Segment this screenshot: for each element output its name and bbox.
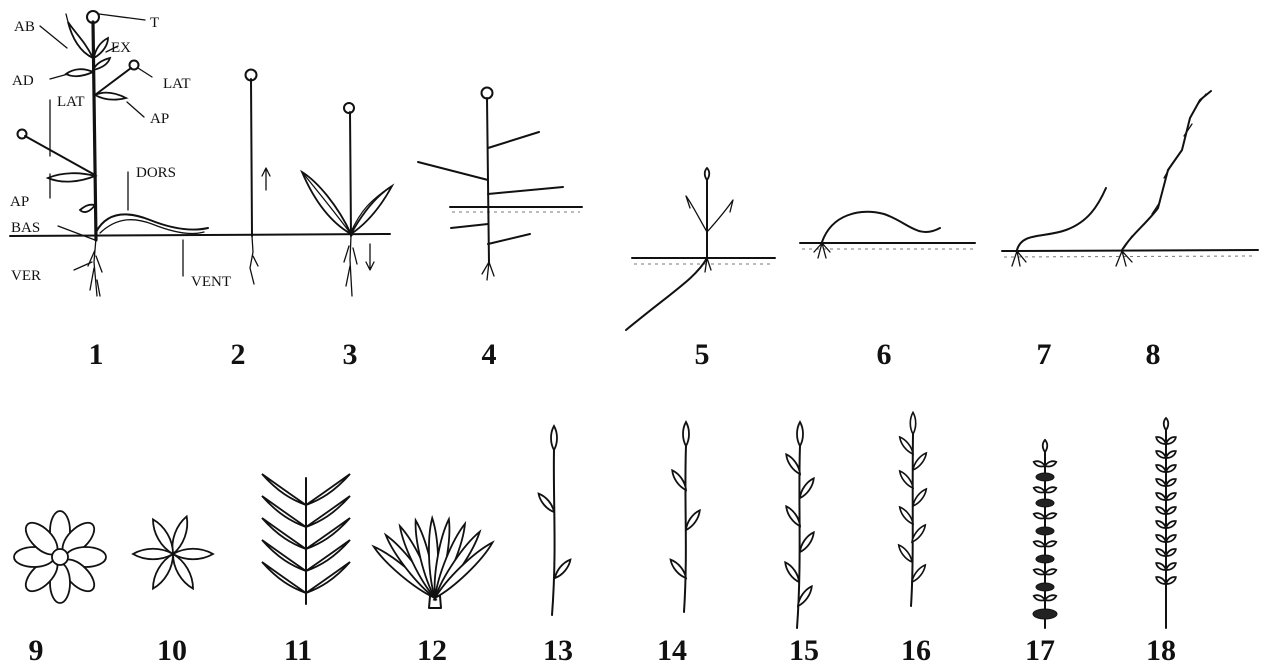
leaf-upper	[91, 56, 112, 72]
figure-number-1: 1	[89, 338, 104, 371]
figure-16-stem	[895, 411, 930, 607]
terminal-flower	[244, 68, 258, 82]
figure-number-11: 11	[284, 634, 312, 666]
lateral-flower-right	[128, 59, 140, 71]
label-dors: DORS	[136, 165, 176, 181]
label-ex: EX	[111, 40, 131, 56]
label-lat-left: LAT	[57, 94, 85, 110]
figure-numbers: 1 2 3 4 5 6 7 8 9 10 11 12 13 14 15 16 1…	[29, 338, 1177, 666]
figure-number-8: 8	[1146, 338, 1161, 371]
roots	[813, 242, 831, 259]
figure-10-star	[131, 514, 215, 591]
down-arrow	[365, 243, 375, 271]
leaf-ab	[67, 21, 95, 60]
label-ver: VER	[11, 268, 41, 284]
figure-number-7: 7	[1037, 338, 1052, 371]
label-vent: VENT	[191, 274, 231, 290]
roots	[87, 237, 103, 297]
roots	[481, 261, 495, 281]
figure-number-13: 13	[543, 634, 573, 666]
figure-number-4: 4	[482, 338, 497, 371]
figure-number-16: 16	[901, 634, 931, 666]
dorsal-stolon	[95, 213, 209, 233]
label-ab: AB	[14, 19, 35, 35]
ground-line	[9, 233, 391, 237]
figure-18-dense-stem	[1153, 417, 1179, 629]
underground-branch	[450, 223, 489, 229]
leaf-ap-right	[92, 91, 129, 101]
branch	[417, 161, 489, 181]
rhizome	[625, 257, 708, 331]
figure-8-roots	[1115, 250, 1133, 267]
up-arrow	[261, 167, 271, 191]
figure-number-10: 10	[157, 634, 187, 666]
figure-15-stem	[781, 421, 818, 629]
figure-4-plant	[417, 86, 583, 281]
leaf-small-lower	[78, 203, 97, 213]
figure-8-stem	[1121, 90, 1212, 251]
label-bas: BAS	[11, 220, 40, 236]
figure-5-plant	[625, 167, 776, 331]
label-lat-right: LAT	[163, 76, 191, 92]
figure-11-chevrons	[261, 473, 351, 605]
branch	[487, 131, 540, 149]
label-ad: AD	[12, 73, 34, 89]
figure-number-2: 2	[231, 338, 246, 371]
figure-2-plant	[244, 68, 271, 285]
figure-1-plant: T AB EX AD LAT LAT AP DORS AP BAS VER VE…	[9, 10, 391, 297]
ground-line	[1001, 249, 1259, 252]
figure-7-roots	[1011, 250, 1027, 267]
roots	[249, 235, 259, 285]
basal-leaf-right	[350, 183, 395, 235]
label-t: T	[150, 15, 159, 31]
stolon	[821, 210, 941, 243]
terminal-flower	[343, 102, 355, 114]
figure-number-17: 17	[1025, 634, 1055, 666]
figure-number-15: 15	[789, 634, 819, 666]
leaf-ad	[64, 68, 96, 78]
lateral-flower-left	[16, 128, 28, 140]
figure-14-stem	[667, 421, 704, 613]
lateral-branch-left	[24, 135, 96, 176]
stem	[349, 111, 352, 237]
label-ap-right: AP	[150, 111, 169, 127]
branches	[685, 195, 734, 233]
figure-9-radial	[13, 510, 107, 604]
figure-number-9: 9	[29, 634, 44, 666]
branch	[487, 186, 564, 195]
label-ap-left: AP	[10, 194, 29, 210]
stem	[250, 78, 253, 237]
figure-number-6: 6	[877, 338, 892, 371]
figure-13-stem	[535, 425, 574, 616]
figure-3-plant	[300, 102, 395, 297]
leaf-ap-left	[45, 172, 98, 183]
leaf-ex	[92, 36, 109, 60]
figure-number-3: 3	[343, 338, 358, 371]
figure-number-12: 12	[417, 634, 447, 666]
figure-17-whorled-stem	[1032, 439, 1058, 629]
figure-6-plant	[799, 210, 976, 259]
figure-number-18: 18	[1146, 634, 1176, 666]
underground-branch	[487, 233, 531, 245]
roots	[343, 235, 358, 297]
terminal-bud	[703, 167, 711, 181]
figure-12-fan	[371, 514, 495, 609]
figure-number-5: 5	[695, 338, 710, 371]
terminal-flower	[480, 86, 494, 100]
figure-7-stem	[1016, 187, 1107, 251]
terminal-flower	[86, 10, 100, 24]
lateral-branch-right	[94, 67, 132, 96]
figure-7-8-plants	[1001, 90, 1259, 267]
figure-number-14: 14	[657, 634, 687, 666]
